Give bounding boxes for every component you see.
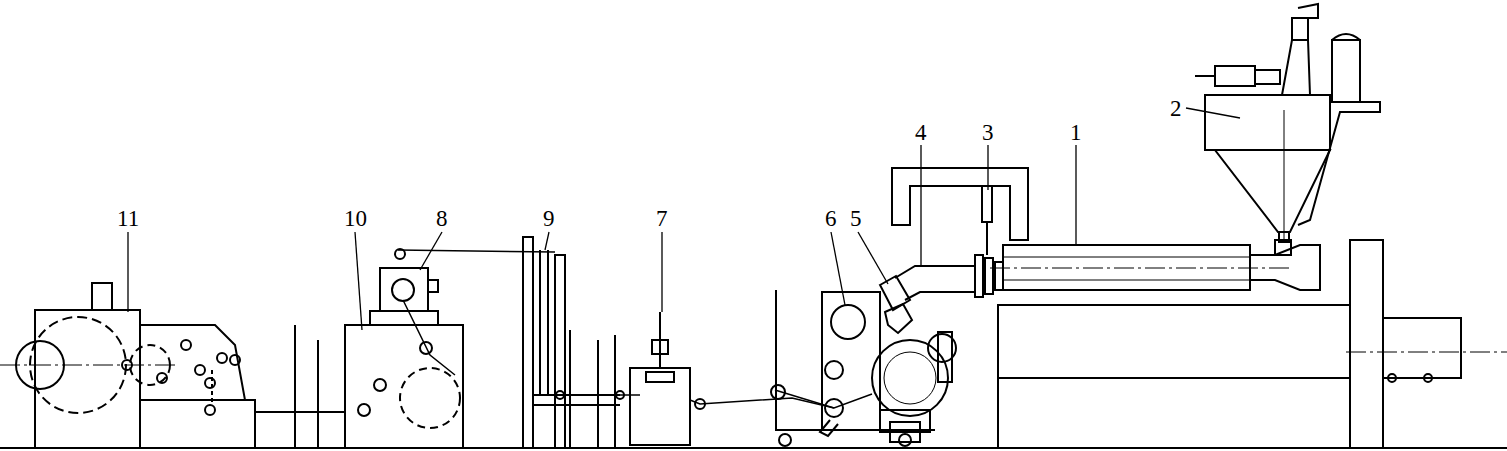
casting-unit	[775, 290, 956, 446]
callout-number: 9	[543, 207, 555, 230]
corona-treater	[616, 312, 690, 445]
callout-number: 8	[436, 207, 448, 230]
guide-frame	[523, 237, 624, 448]
screen-changer	[892, 168, 1028, 297]
hopper	[1195, 4, 1380, 242]
leader-lines	[128, 108, 1240, 330]
callout-number: 3	[982, 121, 994, 144]
callout-number: 7	[656, 207, 668, 230]
callout-number: 4	[915, 121, 927, 144]
film	[775, 390, 834, 408]
callout-number: 6	[825, 207, 837, 230]
guide-roll	[395, 249, 405, 259]
callout-number: 5	[850, 207, 862, 230]
adapter-die	[880, 266, 975, 333]
film	[690, 394, 872, 408]
guide-roll	[771, 385, 785, 399]
callout-number: 1	[1070, 121, 1082, 144]
extruder	[990, 240, 1507, 448]
callout-number: 2	[1170, 97, 1182, 120]
film	[398, 250, 555, 252]
guide-roll	[695, 399, 705, 409]
callout-number: 10	[344, 207, 367, 230]
callout-number: 11	[117, 207, 139, 230]
